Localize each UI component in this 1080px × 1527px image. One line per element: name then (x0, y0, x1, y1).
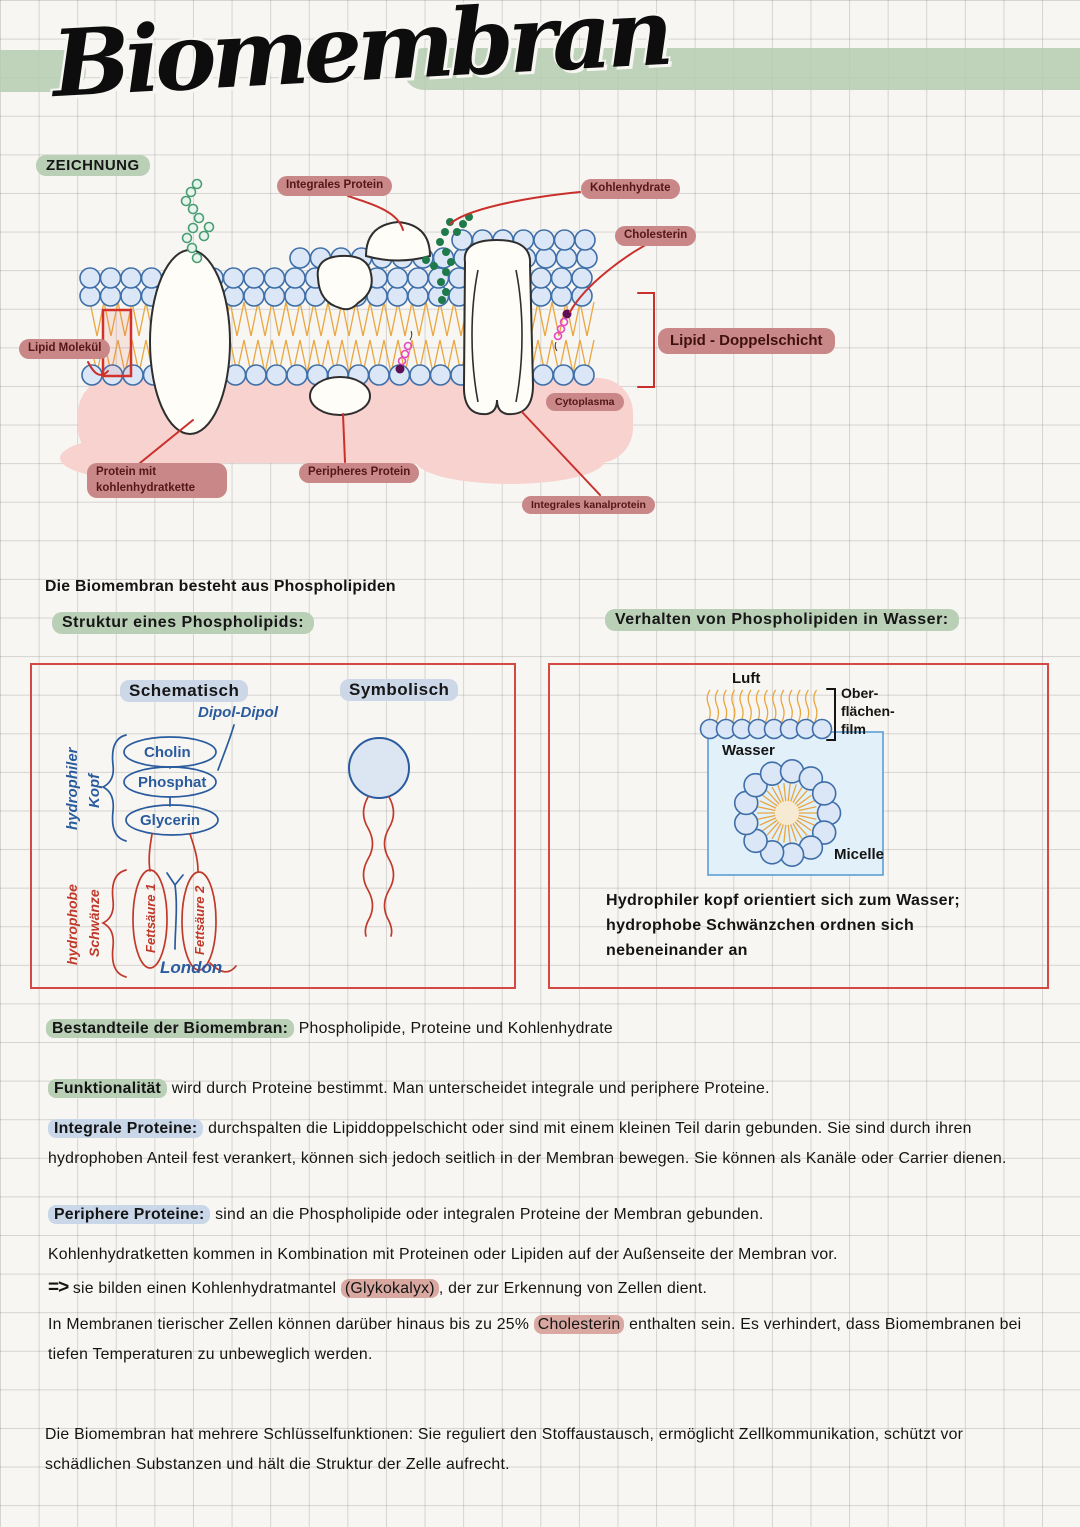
label-hydrophiler: hydrophiler (64, 746, 81, 830)
glykokalyx-highlight: (Glykokalyx) (340, 1279, 439, 1298)
cholesterin-pre: In Membranen tierischer Zellen können da… (48, 1316, 534, 1333)
phospholipid-schematic: hydrophiler Kopf hydrophobe Schwänze Cho… (64, 704, 410, 978)
label-film-2: flächen- (841, 703, 895, 719)
heading-struktur: Struktur eines Phospholipids: (52, 612, 315, 634)
label-london: London (160, 958, 222, 977)
label-kopf: Kopf (86, 772, 103, 808)
para-funktionalitaet: Funktionalität wird durch Proteine besti… (48, 1074, 1048, 1104)
label-micelle: Micelle (834, 846, 884, 863)
glycerin-ellipse (125, 804, 219, 836)
label-hydrophobe: hydrophobe (64, 884, 80, 965)
symbolic-tail-2 (383, 796, 395, 937)
label-cholesterin: Cholesterin (615, 226, 697, 246)
integrale-highlight: Integrale Proteine: (48, 1119, 204, 1138)
label-kohlenhydrate: Kohlenhydrate (581, 179, 680, 199)
cholesterin-highlight: Cholesterin (533, 1315, 625, 1334)
label-fettsaeure1: Fettsäure 1 (143, 884, 158, 953)
funktionalitaet-text: wird durch Proteine bestimmt. Man unters… (167, 1080, 770, 1097)
label-film-3: film (841, 721, 866, 737)
para-integrale: Integrale Proteine: durchspalten die Lip… (48, 1114, 1048, 1174)
fettsaeure2-hook (209, 962, 237, 973)
label-phosphat: Phosphat (138, 774, 206, 791)
label-fettsaeure2: Fettsäure 2 (192, 885, 207, 955)
periphere-text: sind an die Phospholipide oder integrale… (210, 1206, 764, 1223)
symbolic-tail-1 (362, 796, 374, 937)
water-diagram: Luft Wasser Ober- flächen- film Micelle (699, 670, 895, 876)
label-lipid-doppelschicht: Lipid - Doppelschicht (658, 328, 835, 355)
label-wasser: Wasser (722, 742, 775, 759)
fettsaeure1-oval (132, 869, 168, 969)
london-line (166, 872, 184, 950)
fettsaeure2-oval (181, 871, 217, 971)
kohlenhydratketten-line2-post: , der zur Erkennung von Zellen dient. (438, 1280, 708, 1297)
para-kohlenhydratketten: Kohlenhydratketten kommen in Kombination… (48, 1240, 1048, 1306)
label-integrales-kanalprotein: Integrales kanalprotein (522, 496, 655, 515)
film-bracket (826, 688, 836, 741)
label-cytoplasma: Cytoplasma (546, 393, 624, 412)
decor-bar-right (403, 48, 1080, 90)
bestandteile-highlight: Bestandteile der Biomembran: (46, 1019, 295, 1038)
para-periphere: Periphere Proteine: sind an die Phosphol… (48, 1200, 1048, 1230)
struktur-box: Schematisch Symbolisch hydrophiler Kopf … (30, 663, 516, 989)
para-bestandteile: Bestandteile der Biomembran: Phospholipi… (46, 1014, 1046, 1044)
micelle-drawing (733, 759, 842, 867)
funktionalitaet-highlight: Funktionalität (48, 1079, 168, 1098)
arrow-glyph: => (48, 1277, 69, 1298)
heading-verhalten: Verhalten von Phospholipiden in Wasser: (605, 609, 959, 631)
verhalten-caption: Hydrophiler kopf orientiert sich zum Was… (606, 892, 961, 959)
periphere-highlight: Periphere Proteine: (48, 1205, 211, 1224)
decor-bar-left (0, 50, 86, 92)
kohlenhydratketten-line2-pre: sie bilden einen Kohlenhydratmantel (68, 1280, 341, 1297)
fatty-stems (148, 833, 199, 872)
label-film-1: Ober- (841, 685, 879, 701)
brace-kopf (101, 734, 127, 842)
cholesterin-post: enthalten sein. Es verhindert, dass Biom… (48, 1316, 1022, 1363)
para-cholesterin: In Membranen tierischer Zellen können da… (48, 1310, 1038, 1370)
symbolic-head (348, 737, 410, 799)
label-peripheres-protein: Peripheres Protein (299, 463, 420, 483)
heading-schematisch: Schematisch (120, 680, 249, 702)
intro-line: Die Biomembran besteht aus Phospholipide… (45, 578, 396, 595)
label-cholin: Cholin (144, 744, 191, 761)
dipol-line (217, 724, 235, 771)
integrale-text: durchspalten die Lipiddoppelschicht oder… (48, 1120, 1007, 1167)
label-protein-mit-kette: Protein mit kohlenhydratkette (87, 463, 227, 499)
para-schluesselfunktionen: Die Biomembran hat mehrere Schlüsselfunk… (45, 1426, 964, 1473)
surface-film (699, 689, 833, 740)
section-zeichnung-label: ZEICHNUNG (36, 155, 150, 176)
bestandteile-text: Phospholipide, Proteine und Kohlenhydrat… (294, 1020, 613, 1037)
label-lipid-molekuel: Lipid Molekül (19, 339, 111, 359)
brace-schwaenze (101, 869, 127, 978)
label-glycerin: Glycerin (140, 812, 200, 829)
label-luft: Luft (732, 670, 760, 687)
heading-symbolisch: Symbolisch (340, 679, 459, 701)
verhalten-box: Luft Wasser Ober- flächen- film Micelle … (548, 663, 1049, 989)
label-integrales-protein: Integrales Protein (277, 176, 393, 196)
label-schwaenze: Schwänze (86, 889, 102, 957)
label-dipol-dipol: Dipol-Dipol (198, 704, 279, 721)
page-title: Biomembran (49, 0, 672, 119)
kohlenhydratketten-line1: Kohlenhydratketten kommen in Kombination… (48, 1246, 838, 1263)
